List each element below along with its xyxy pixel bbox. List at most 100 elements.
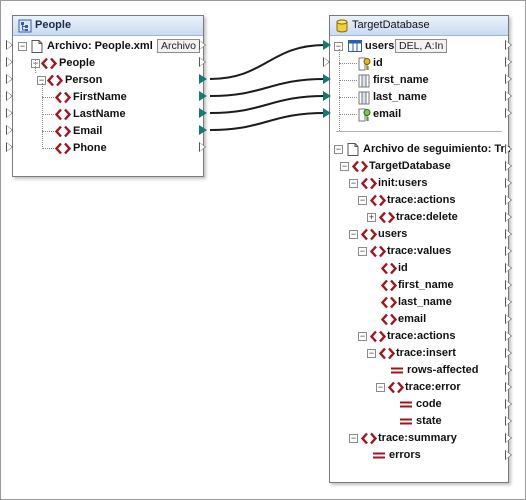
- output-port[interactable]: [505, 331, 513, 341]
- trace-node[interactable]: email: [330, 311, 510, 328]
- output-port[interactable]: [505, 297, 513, 307]
- output-port[interactable]: [505, 161, 513, 171]
- trace-node[interactable]: code: [330, 396, 510, 413]
- collapse-toggle[interactable]: −: [334, 144, 343, 154]
- trace-node[interactable]: last_name: [330, 294, 510, 311]
- input-port[interactable]: [323, 74, 331, 84]
- output-port[interactable]: [505, 91, 513, 101]
- target-database-component[interactable]: TargetDatabase − users DEL, A:In id firs…: [329, 15, 510, 483]
- collapse-toggle[interactable]: −: [358, 195, 367, 205]
- tree-node-lastname[interactable]: LastName: [13, 106, 205, 123]
- collapse-toggle[interactable]: −: [334, 41, 343, 51]
- output-port[interactable]: [505, 416, 513, 426]
- trace-node[interactable]: id: [330, 260, 510, 277]
- tree-connector: [42, 114, 54, 115]
- output-port[interactable]: [199, 74, 207, 84]
- trace-file-row[interactable]: − Archivo de seguimiento: Tra: [330, 141, 510, 158]
- collapse-toggle[interactable]: −: [367, 348, 376, 358]
- trace-node[interactable]: −TargetDatabase: [330, 158, 510, 175]
- expand-toggle[interactable]: +: [367, 212, 376, 222]
- output-port[interactable]: [199, 108, 207, 118]
- trace-node[interactable]: state: [330, 413, 510, 430]
- input-port[interactable]: [6, 108, 14, 118]
- output-port[interactable]: [199, 142, 207, 152]
- trace-node[interactable]: −trace:summary: [330, 430, 510, 447]
- output-port[interactable]: [505, 74, 513, 84]
- collapse-toggle[interactable]: −: [349, 178, 358, 188]
- output-port[interactable]: [199, 40, 207, 50]
- trace-node[interactable]: − init:users: [330, 175, 510, 192]
- trace-node[interactable]: −users: [330, 226, 510, 243]
- output-port[interactable]: [505, 229, 513, 239]
- collapse-toggle[interactable]: −: [349, 433, 358, 443]
- trace-node[interactable]: errors: [330, 447, 510, 464]
- collapse-toggle[interactable]: −: [358, 331, 367, 341]
- trace-file-label: Archivo de seguimiento: Tra: [363, 143, 510, 155]
- tree-node-people[interactable]: − People: [13, 55, 205, 72]
- output-port[interactable]: [199, 125, 207, 135]
- trace-node[interactable]: −trace:actions: [330, 192, 510, 209]
- trace-node[interactable]: −trace:error: [330, 379, 510, 396]
- collapse-toggle[interactable]: −: [340, 161, 349, 171]
- output-port[interactable]: [199, 57, 207, 67]
- target-database-header[interactable]: TargetDatabase: [330, 16, 508, 36]
- input-port[interactable]: [323, 108, 331, 118]
- output-port[interactable]: [505, 280, 513, 290]
- output-port[interactable]: [505, 348, 513, 358]
- column-row-first-name[interactable]: first_name: [330, 72, 510, 89]
- people-header[interactable]: People: [13, 16, 203, 36]
- trace-node[interactable]: rows-affected: [330, 362, 510, 379]
- output-port[interactable]: [505, 40, 513, 50]
- output-port[interactable]: [505, 144, 513, 154]
- trace-node[interactable]: +trace:delete: [330, 209, 510, 226]
- output-port[interactable]: [505, 433, 513, 443]
- input-port[interactable]: [6, 142, 14, 152]
- people-file-button[interactable]: Archivo: [157, 39, 201, 53]
- output-port[interactable]: [505, 399, 513, 409]
- input-port[interactable]: [6, 74, 14, 84]
- input-port[interactable]: [323, 57, 331, 67]
- tree-node-email[interactable]: Email: [13, 123, 205, 140]
- output-port[interactable]: [505, 195, 513, 205]
- output-port[interactable]: [505, 178, 513, 188]
- tree-node-firstname[interactable]: FirstName: [13, 89, 205, 106]
- output-port[interactable]: [505, 263, 513, 273]
- trace-node[interactable]: −trace:actions: [330, 328, 510, 345]
- input-port[interactable]: [323, 40, 331, 50]
- trace-node[interactable]: −trace:insert: [330, 345, 510, 362]
- table-row-users[interactable]: − users DEL, A:In: [330, 38, 510, 55]
- element-icon: [360, 177, 378, 190]
- column-row-last-name[interactable]: last_name: [330, 89, 510, 106]
- tree-node-phone[interactable]: Phone: [13, 140, 205, 157]
- output-port[interactable]: [505, 450, 513, 460]
- trace-node[interactable]: −trace:values: [330, 243, 510, 260]
- input-port[interactable]: [6, 40, 14, 50]
- output-port[interactable]: [505, 57, 513, 67]
- tree-node-label: People: [59, 57, 96, 69]
- output-port[interactable]: [505, 246, 513, 256]
- column-row-email[interactable]: email: [330, 106, 510, 123]
- output-port[interactable]: [199, 91, 207, 101]
- table-action-button[interactable]: DEL, A:In: [395, 39, 448, 53]
- people-file-row[interactable]: − Archivo: People.xml Archivo: [13, 38, 205, 55]
- input-port[interactable]: [6, 91, 14, 101]
- output-port[interactable]: [505, 108, 513, 118]
- tree-node-person[interactable]: − Person: [13, 72, 205, 89]
- input-port[interactable]: [6, 125, 14, 135]
- output-port[interactable]: [505, 365, 513, 375]
- collapse-toggle[interactable]: −: [376, 382, 385, 392]
- collapse-toggle[interactable]: −: [349, 229, 358, 239]
- people-component[interactable]: People − Archivo: People.xml Archivo − P…: [12, 15, 204, 177]
- input-port[interactable]: [323, 91, 331, 101]
- tree-connector: [339, 97, 357, 98]
- collapse-toggle[interactable]: −: [358, 246, 367, 256]
- collapse-toggle[interactable]: −: [18, 41, 27, 51]
- output-port[interactable]: [505, 382, 513, 392]
- collapse-toggle[interactable]: −: [37, 75, 46, 85]
- output-port[interactable]: [505, 314, 513, 324]
- trace-node-label: init:users: [378, 177, 428, 189]
- trace-node[interactable]: first_name: [330, 277, 510, 294]
- input-port[interactable]: [6, 57, 14, 67]
- column-row-id[interactable]: id: [330, 55, 510, 72]
- output-port[interactable]: [505, 212, 513, 222]
